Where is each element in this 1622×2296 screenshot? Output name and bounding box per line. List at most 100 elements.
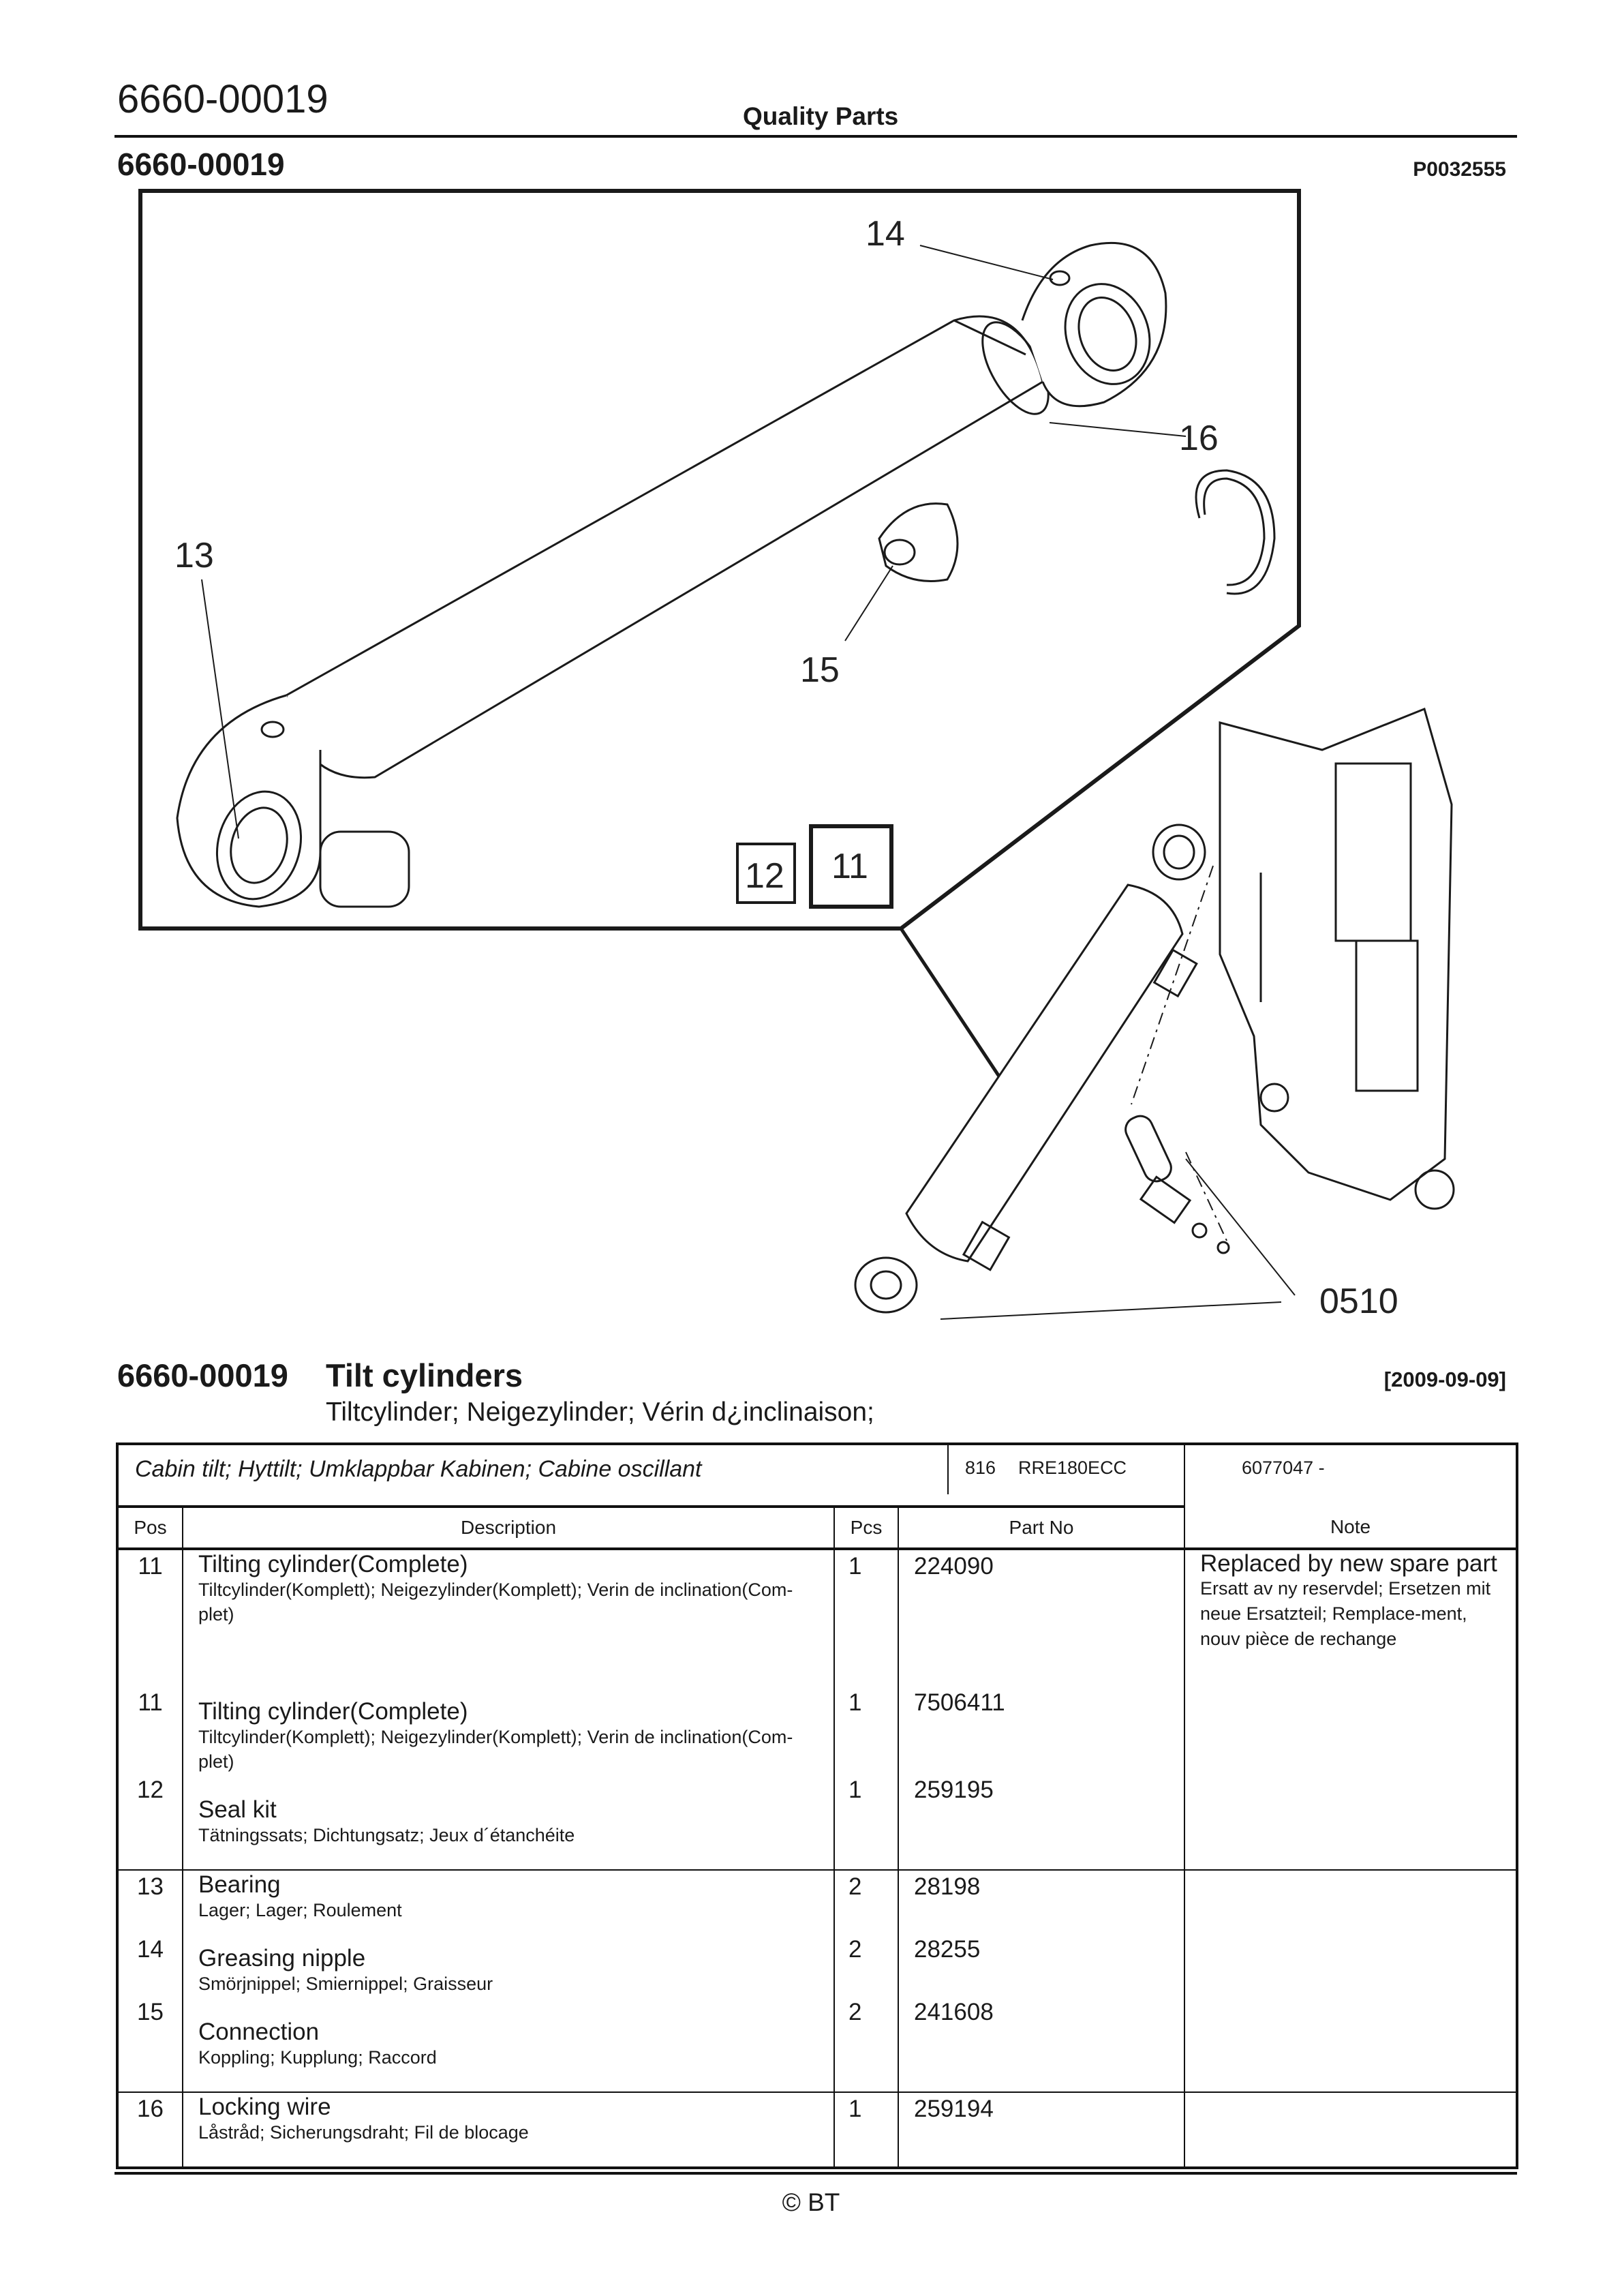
table-row-entry: 7506411 <box>899 1687 1184 1774</box>
part-quantity: 2 <box>848 1936 862 1963</box>
part-name: Seal kit <box>198 1796 277 1823</box>
col-desc-cell: Tilting cylinder(Complete)Tiltcylinder(K… <box>183 1549 835 1871</box>
document-number: 6660-00019 <box>117 77 328 121</box>
part-quantity: 1 <box>848 1689 862 1716</box>
exploded-parts-drawing: 14 16 13 15 12 11 0510 <box>138 189 1455 1321</box>
col-description: Description <box>183 1507 835 1550</box>
part-name: Greasing nipple <box>198 1945 366 1972</box>
parts-list-date: [2009-09-09] <box>1383 1368 1506 1391</box>
part-quantity: 1 <box>848 1553 862 1580</box>
part-translation: Tätningssats; Dichtungsatz; Jeux d´étanc… <box>198 1825 575 1845</box>
col-note: Note <box>1184 1507 1518 1550</box>
table-row-entry: 224090 <box>899 1550 1184 1687</box>
part-name: Connection <box>198 2019 320 2045</box>
col-note-cell <box>1184 1870 1518 2093</box>
part-number: 241608 <box>914 1999 994 2025</box>
callout-16: 16 <box>1179 419 1219 458</box>
rod-eye-top <box>1021 241 1167 408</box>
col-note-cell <box>1184 2092 1517 2168</box>
application-serial: 6077047 - <box>1242 1457 1325 1478</box>
table-row-entry: 1 <box>835 2093 898 2156</box>
header-rule <box>114 135 1517 138</box>
part-quantity: 2 <box>848 1873 862 1900</box>
table-row-entry <box>1185 1796 1516 1869</box>
col-pos: Pos <box>117 1507 183 1550</box>
part-position: 13 <box>137 1873 164 1900</box>
part-name: Tilting cylinder(Complete) <box>198 1698 468 1725</box>
col-pos-cell: 16 <box>117 2092 183 2168</box>
table-row-entry: 12 <box>119 1774 182 1837</box>
table-row-entry: 11 <box>119 1550 182 1687</box>
part-number: 259194 <box>914 2096 994 2122</box>
table-row-entry: 28198 <box>899 1871 1184 1933</box>
part-name: Tilting cylinder(Complete) <box>198 1551 468 1577</box>
application-divider <box>947 1442 949 1494</box>
copyright: © BT <box>782 2188 840 2216</box>
part-quantity: 2 <box>848 1999 862 2025</box>
callout-box-11 <box>809 824 893 909</box>
part-number: 28198 <box>914 1873 981 1900</box>
table-row-entry: 13 <box>119 1871 182 1933</box>
callout-box-12 <box>736 843 796 904</box>
callout-13: 13 <box>174 536 214 575</box>
table-row-entry: 1 <box>835 1687 898 1774</box>
col-partno-cell: 259194 <box>898 2092 1186 2168</box>
part-translation: Låstråd; Sicherungsdraht; Fil de blocage <box>198 2122 529 2143</box>
col-partno-cell: 28198 28255 241608 <box>898 1870 1186 2093</box>
table-row-entry: Tilting cylinder(Complete) Tiltcylinder(K… <box>183 1550 833 1697</box>
part-translation: Smörjnippel; Smiernippel; Graisseur <box>198 1974 493 1994</box>
part-note: Replaced by new spare part <box>1200 1550 1497 1577</box>
part-position: 16 <box>137 2096 164 2122</box>
footer-rule <box>114 2172 1517 2175</box>
parts-list-translations: Tiltcylinder; Neigezylinder; Vérin d¿inc… <box>326 1398 874 1427</box>
table-row-entry <box>1185 1871 1516 1944</box>
table-header-row: Pos Description Pcs Part No Note <box>117 1507 1518 1550</box>
col-pcs-cell: 2 2 2 <box>834 1870 899 2093</box>
part-quantity: 1 <box>848 1777 862 1803</box>
section-number: 6660-00019 <box>117 147 285 182</box>
part-translation: Tiltcylinder(Komplett); Neigezylinder(Ko… <box>198 1727 793 1772</box>
part-number: 28255 <box>914 1936 981 1963</box>
table-row-entry: Tilting cylinder(Complete)Tiltcylinder(K… <box>183 1697 833 1796</box>
pin <box>1124 1115 1172 1183</box>
callout-15: 15 <box>800 650 840 690</box>
part-position: 12 <box>137 1777 164 1803</box>
callout-11: 11 <box>831 847 868 886</box>
part-translation: Koppling; Kupplung; Raccord <box>198 2047 437 2068</box>
part-translation: Tiltcylinder(Komplett); Neigezylinder(Ko… <box>198 1580 793 1625</box>
brand-line: Quality Parts <box>743 102 899 130</box>
table-row-entry: 2 <box>835 1871 898 1933</box>
callout-12: 12 <box>745 856 784 896</box>
table-row-entry: 15 <box>119 1996 182 2059</box>
parts-table: Cabin tilt; Hyttilt; Umklappbar Kabinen;… <box>116 1442 1519 2169</box>
part-position: 11 <box>138 1689 163 1716</box>
part-translation: Lager; Lager; Roulement <box>198 1900 402 1920</box>
table-row-entry: 2 <box>835 1996 898 2059</box>
base-eye <box>176 694 322 908</box>
col-pcs: Pcs <box>834 1507 899 1550</box>
locking-wire-ring <box>1195 469 1276 595</box>
table-row-entry <box>1185 1697 1516 1796</box>
application-description: Cabin tilt; Hyttilt; Umklappbar Kabinen;… <box>117 1444 1186 1508</box>
drawing-reference: P0032555 <box>1413 158 1506 181</box>
table-row-entry: 2 <box>835 1933 898 1996</box>
part-name: Locking wire <box>198 2094 331 2120</box>
application-row: Cabin tilt; Hyttilt; Umklappbar Kabinen;… <box>117 1444 1517 1508</box>
part-number: 7506411 <box>914 1689 1005 1716</box>
table-row-entry: 14 <box>119 1933 182 1996</box>
table-row-entry: 259194 <box>899 2093 1184 2156</box>
table-row-entry <box>1185 2018 1516 2091</box>
assembly-cylinder <box>905 883 1184 1263</box>
